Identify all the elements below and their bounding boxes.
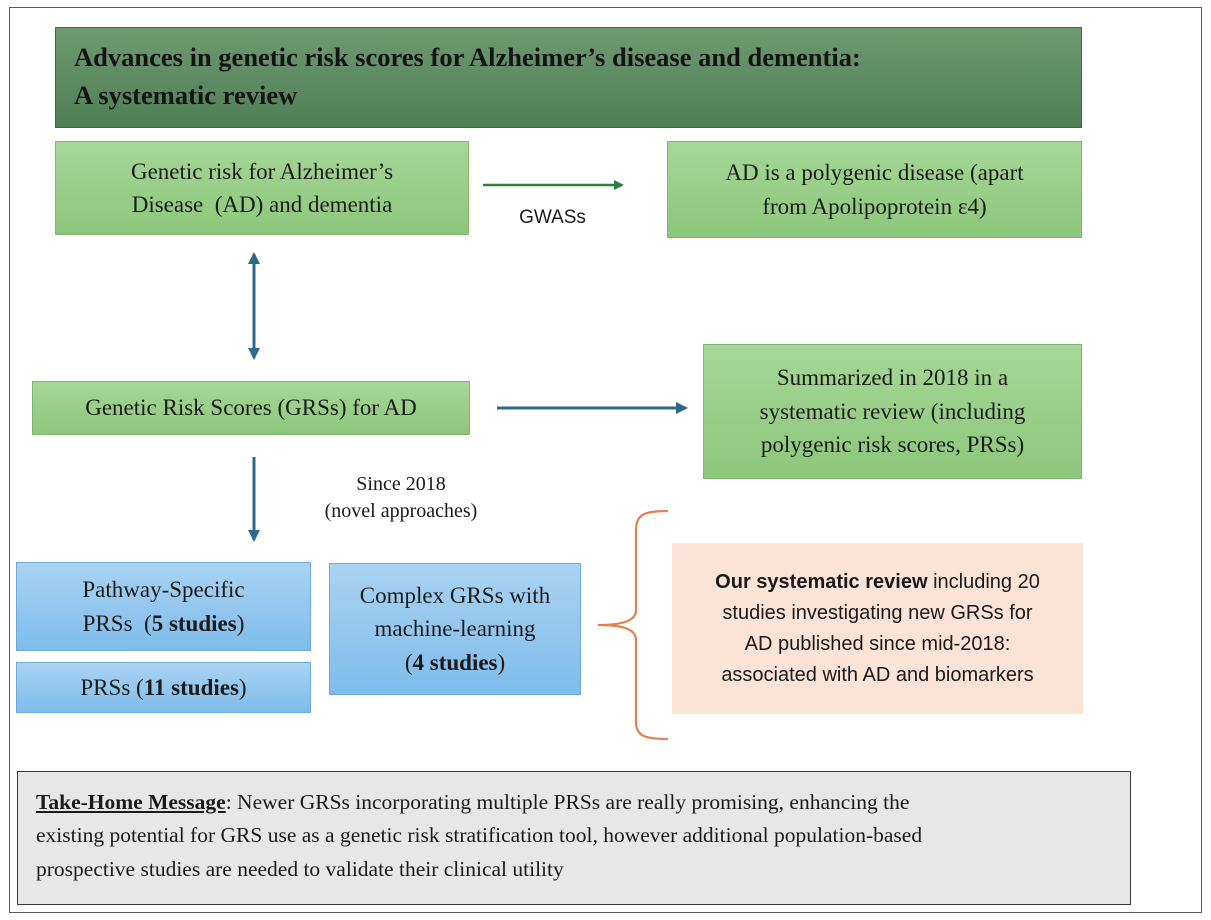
takehome-line-3: prospective studies are needed to valida… — [36, 856, 564, 881]
complex-grss-box: Complex GRSs with machine-learning (4 st… — [329, 563, 581, 695]
grs-label: Genetic Risk Scores (GRSs) for AD — [85, 395, 417, 421]
review-line-3: AD published since mid-2018: — [744, 632, 1011, 655]
complex-line-2: machine-learning — [374, 616, 536, 642]
genetic-risk-box: Genetic risk for Alzheimer’s Disease (AD… — [55, 141, 469, 235]
prss-suffix: ) — [238, 674, 247, 700]
title-line-2: A systematic review — [74, 80, 298, 111]
summarized-line-1: Summarized in 2018 in a — [776, 365, 1009, 391]
complex-line-1: Complex GRSs with — [359, 582, 551, 608]
since-line-1: Since 2018 — [356, 473, 446, 495]
takehome-heading: Take-Home Message — [36, 790, 226, 814]
summarized-box: Summarized in 2018 in a systematic revie… — [703, 344, 1082, 479]
summarized-line-2: systematic review (including — [759, 398, 1026, 424]
genetic-risk-line-2: Disease (AD) and dementia — [131, 192, 393, 217]
complex-line-3: (4 studies) — [405, 646, 505, 679]
pathway-study-count: 5 studies — [151, 610, 237, 636]
grs-box: Genetic Risk Scores (GRSs) for AD — [32, 381, 470, 435]
grouping-brace — [597, 509, 669, 741]
takehome-line-1: Take-Home Message: Newer GRSs incorporat… — [36, 786, 1112, 819]
gwas-label: GWASs — [519, 207, 586, 228]
pathway-line-2: PRSs (5 studies) — [83, 607, 245, 640]
polygenic-line-2: from Apolipoprotein ε4) — [762, 193, 987, 219]
pathway-line-2-prefix: PRSs ( — [82, 610, 152, 636]
since-line-2: (novel approaches) — [324, 500, 478, 522]
review-line-1: Our systematic review including 20 — [715, 567, 1040, 598]
summarized-line-3: polygenic risk scores, PRSs) — [760, 432, 1025, 458]
pathway-line-1: Pathway-Specific — [82, 577, 245, 603]
polygenic-disease-box: AD is a polygenic disease (apart from Ap… — [667, 141, 1082, 238]
polygenic-line-1: AD is a polygenic disease (apart — [725, 160, 1024, 186]
pathway-line-2-suffix: ) — [236, 610, 245, 636]
prss-prefix: PRSs ( — [80, 674, 144, 700]
our-review-box: Our systematic review including 20 studi… — [672, 543, 1083, 714]
prss-label: PRSs (11 studies) — [80, 671, 246, 704]
pathway-specific-prss-box: Pathway-Specific PRSs (5 studies) — [16, 562, 311, 651]
takehome-line-1-rest: : Newer GRSs incorporating multiple PRSs… — [225, 790, 910, 814]
prss-study-count: 11 studies — [143, 674, 239, 700]
genetic-risk-line-1: Genetic risk for Alzheimer’s — [130, 158, 394, 184]
complex-line-3-prefix: ( — [404, 649, 413, 675]
complex-line-3-suffix: ) — [497, 649, 506, 675]
review-bold: Our systematic review — [715, 570, 928, 593]
review-line-1-rest: including 20 — [927, 570, 1040, 593]
complex-study-count: 4 studies — [412, 649, 498, 675]
page-title: Advances in genetic risk scores for Alzh… — [55, 27, 1082, 128]
since-2018-label: Since 2018 (novel approaches) — [296, 471, 506, 525]
title-line-1: Advances in genetic risk scores for Alzh… — [74, 42, 861, 72]
review-line-2: studies investigating new GRSs for — [722, 601, 1033, 624]
review-line-4: associated with AD and biomarkers — [721, 663, 1034, 686]
take-home-message-box: Take-Home Message: Newer GRSs incorporat… — [17, 771, 1131, 905]
prss-box: PRSs (11 studies) — [16, 662, 311, 713]
takehome-line-2: existing potential for GRS use as a gene… — [36, 823, 923, 848]
